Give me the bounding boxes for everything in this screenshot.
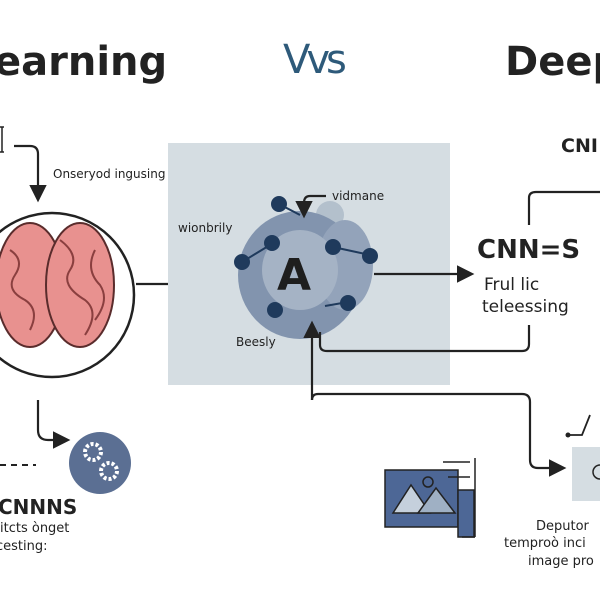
arrow-vidmane <box>295 194 326 219</box>
loop-top <box>527 190 600 225</box>
image-icon <box>384 458 476 538</box>
right-cnn-sub1: Frul lic <box>484 275 539 295</box>
arrow-down <box>14 144 47 203</box>
document-icon <box>565 414 600 501</box>
label-left: wionbrily <box>178 221 232 235</box>
left-cnn-sub2: cesting: <box>0 539 48 554</box>
bracket-icon <box>0 126 4 153</box>
right-bottom-3: image pro <box>528 554 594 569</box>
title-right: Deep <box>505 39 600 85</box>
left-cnn-title: CNNNS <box>0 495 77 519</box>
brain-icon <box>0 211 136 379</box>
title-left: earning <box>0 39 167 85</box>
title-vs: Vvs <box>283 37 345 83</box>
right-bottom-2: temproò inci <box>504 536 586 551</box>
gears-icon <box>69 432 131 494</box>
right-bottom-1: Deputor <box>536 519 590 534</box>
left-cnn-sub1: itcts ònget <box>0 521 69 536</box>
right-top-label: CNI <box>561 135 598 157</box>
loop-bottom <box>318 325 531 353</box>
label-top: vidmane <box>332 189 384 203</box>
label-bottom: Beesly <box>236 335 276 349</box>
arrow-to-gears <box>36 400 71 449</box>
network-nodes <box>234 196 378 318</box>
step-label: Onseryod ingusing <box>53 167 165 181</box>
arrow-to-document <box>310 392 567 477</box>
right-cnn-title: CNN=S <box>477 235 580 265</box>
right-cnn-sub2: teleessing <box>482 297 569 317</box>
center-letter: A <box>277 250 311 301</box>
